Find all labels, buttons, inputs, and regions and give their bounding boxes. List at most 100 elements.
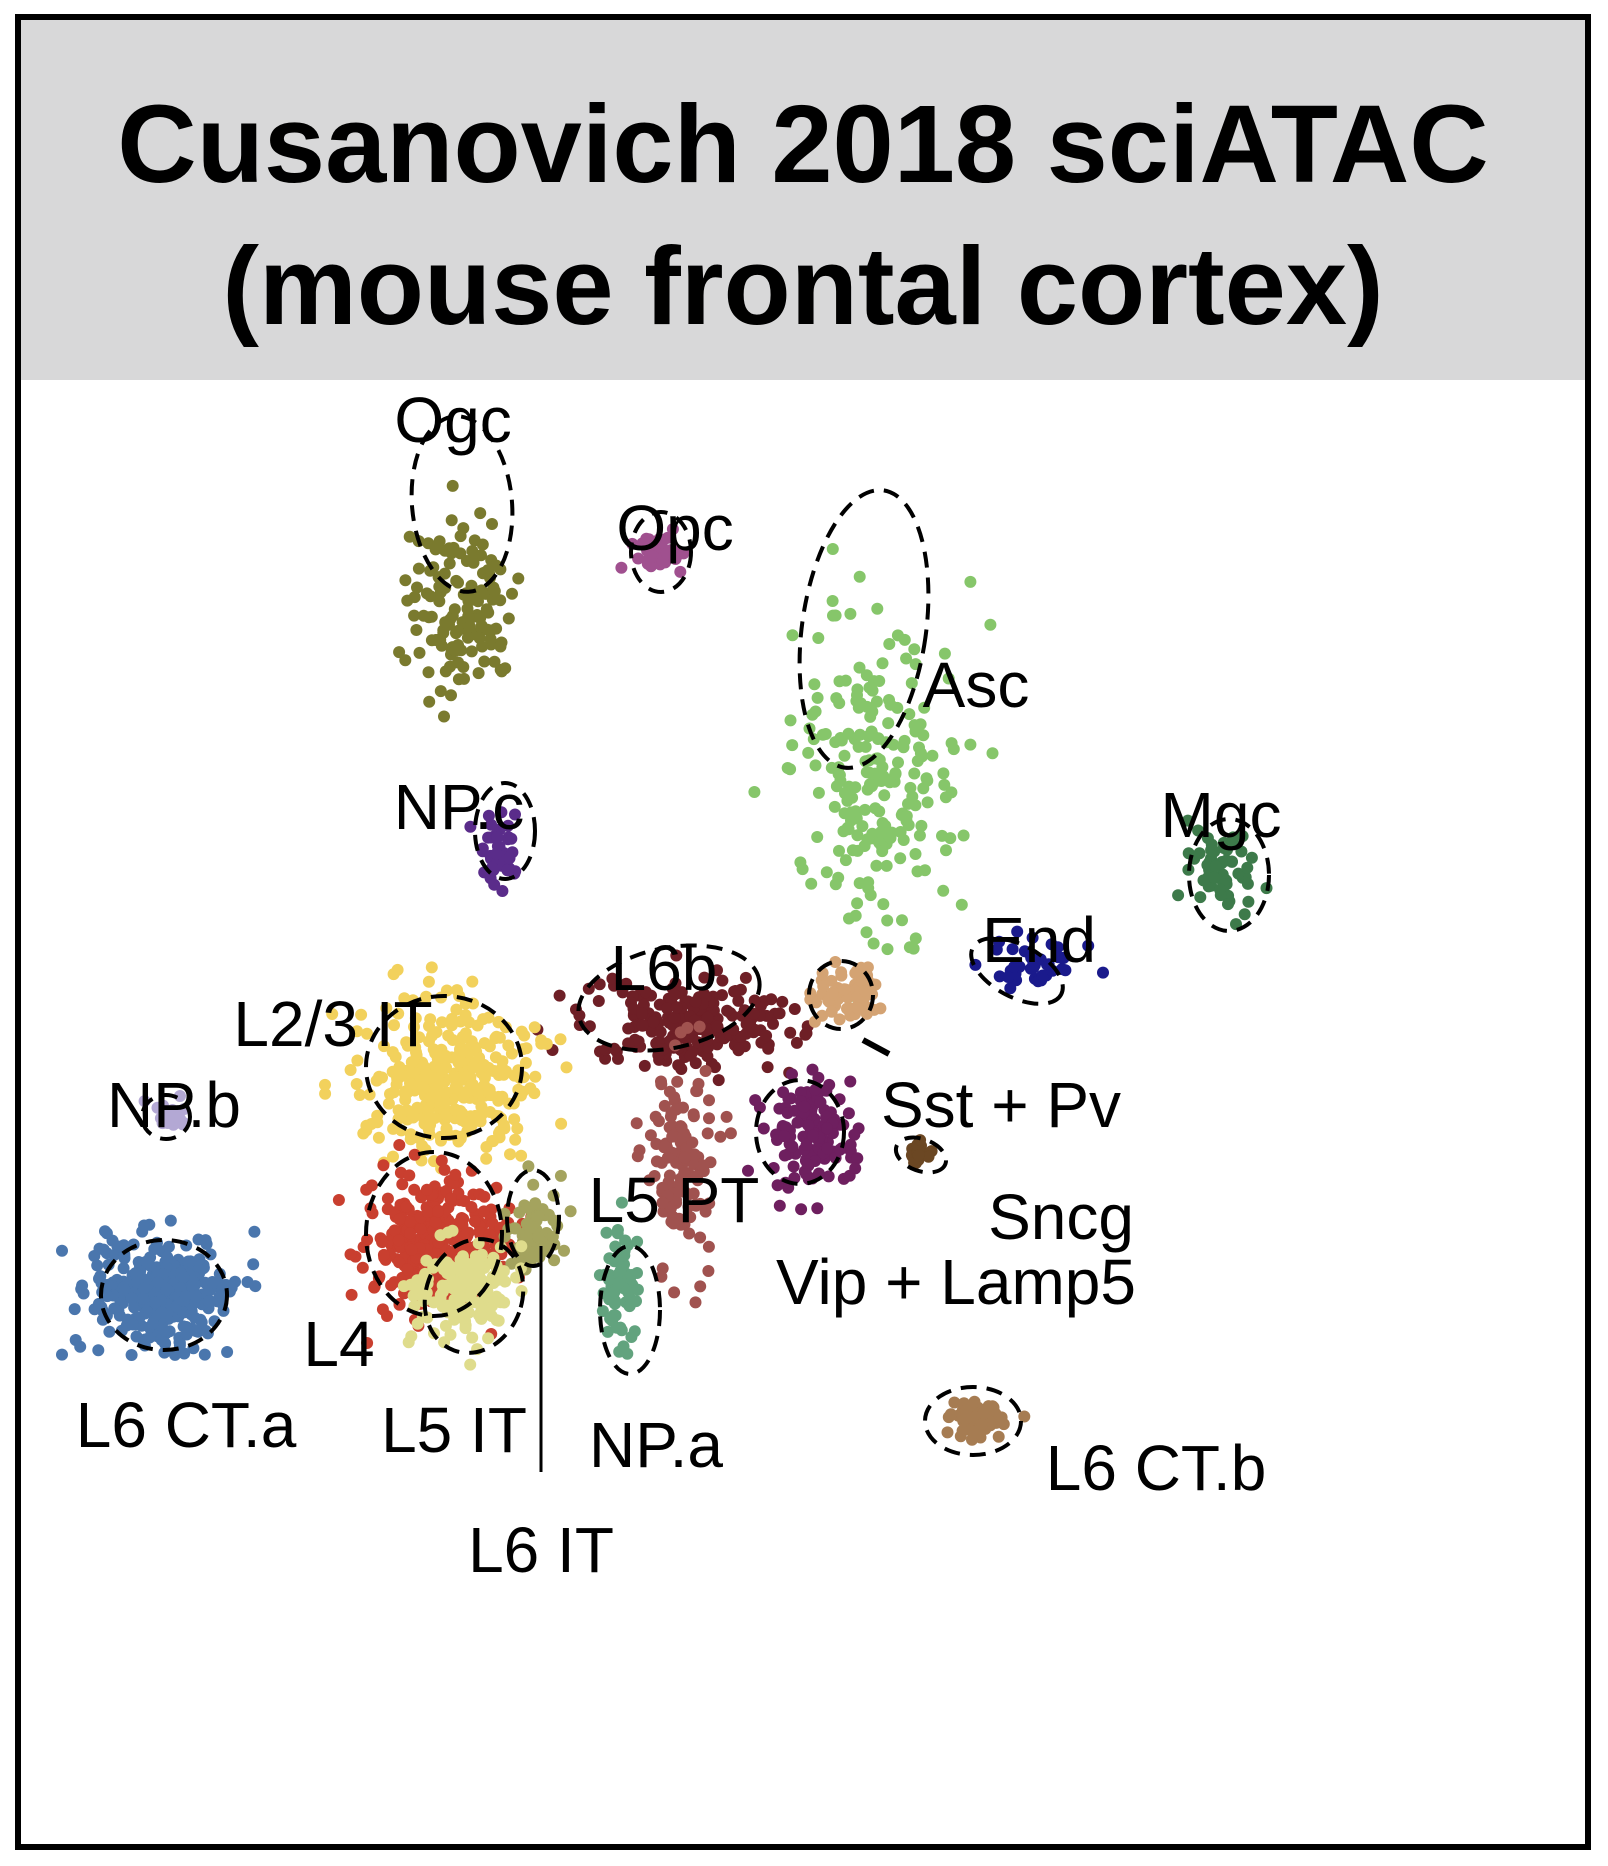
- cell-point: [488, 585, 501, 598]
- cell-point: [1008, 960, 1021, 973]
- cell-point: [400, 1200, 413, 1213]
- cell-point: [455, 1114, 468, 1126]
- cell-point: [776, 995, 789, 1008]
- cell-point: [1235, 845, 1248, 858]
- cell-point: [881, 914, 894, 927]
- cell-point: [683, 1227, 696, 1240]
- cell-point: [881, 943, 894, 956]
- cell-point: [393, 1213, 406, 1226]
- cell-point: [420, 1183, 433, 1196]
- cell-point: [608, 1297, 621, 1310]
- cell-point: [519, 1056, 532, 1069]
- cell-point: [891, 701, 904, 714]
- cell-point: [505, 1047, 518, 1060]
- cell-point: [528, 1087, 541, 1100]
- label-l5-it: L5 IT: [381, 1394, 527, 1466]
- title-line-1: Cusanovich 2018 sciATAC: [117, 83, 1489, 206]
- cell-point: [851, 683, 864, 696]
- cell-point: [469, 1041, 482, 1054]
- cell-point: [443, 557, 456, 570]
- cell-point: [1057, 952, 1070, 964]
- cell-point: [839, 787, 851, 800]
- cell-point: [371, 1116, 384, 1129]
- cell-point: [687, 1110, 700, 1123]
- cell-point: [864, 778, 876, 791]
- cell-point: [457, 522, 470, 535]
- cell-point: [781, 762, 794, 774]
- cell-point: [429, 1047, 442, 1060]
- cell-point: [464, 1358, 477, 1371]
- cell-point: [640, 532, 653, 545]
- cell-point: [453, 1283, 466, 1296]
- figure-frame: Cusanovich 2018 sciATAC (mouse frontal c…: [15, 14, 1591, 1850]
- label-l6-ct-a: L6 CT.a: [76, 1389, 297, 1461]
- cell-point: [1214, 883, 1226, 896]
- cell-point: [177, 1271, 190, 1284]
- cell-point: [849, 909, 862, 922]
- cell-point: [445, 689, 457, 702]
- cell-point: [493, 1293, 506, 1306]
- cell-point: [398, 992, 411, 1005]
- cell-point: [476, 640, 489, 653]
- cell-point: [883, 776, 896, 789]
- cell-point: [638, 1059, 651, 1072]
- cell-point: [678, 1167, 691, 1180]
- cell-point: [423, 695, 436, 708]
- cell-point: [897, 834, 910, 846]
- cell-point: [993, 970, 1006, 983]
- cell-point: [742, 1164, 754, 1177]
- cell-point: [512, 572, 525, 585]
- cell-point: [839, 854, 852, 867]
- cell-point: [812, 632, 825, 644]
- title-line-2: (mouse frontal cortex): [222, 225, 1384, 348]
- cell-point: [1004, 982, 1017, 995]
- cell-point: [674, 565, 687, 578]
- cell-point: [332, 1194, 345, 1206]
- cell-point: [900, 652, 913, 665]
- cell-point: [503, 852, 516, 865]
- cluster-outline: [598, 1244, 662, 1376]
- cell-point: [247, 1258, 260, 1271]
- cell-point: [475, 584, 488, 597]
- cell-point: [319, 1087, 332, 1100]
- cell-point: [621, 1347, 634, 1360]
- cell-point: [964, 575, 977, 588]
- cell-point: [860, 1007, 873, 1020]
- cell-point: [919, 864, 931, 877]
- cell-point: [787, 1160, 800, 1173]
- cell-point: [169, 1348, 181, 1361]
- cell-point: [401, 1263, 414, 1276]
- cell-point: [429, 1216, 442, 1228]
- cell-point: [459, 1315, 472, 1328]
- cell-point: [749, 1094, 762, 1107]
- cell-point: [184, 1255, 197, 1268]
- cell-point: [867, 937, 880, 950]
- cell-point: [465, 1201, 478, 1213]
- cell-point: [491, 831, 504, 844]
- cell-point: [844, 1075, 857, 1088]
- cell-point: [693, 1020, 706, 1033]
- cell-point: [826, 543, 839, 555]
- cell-point: [698, 971, 711, 984]
- cell-point: [777, 1086, 790, 1099]
- cell-point: [376, 1303, 389, 1316]
- cell-point: [647, 1016, 660, 1029]
- cell-point: [466, 975, 479, 988]
- cell-point: [611, 1224, 624, 1236]
- cell-point: [829, 609, 842, 622]
- cell-point: [830, 692, 843, 705]
- cell-point: [959, 1412, 972, 1425]
- cell-point: [1208, 845, 1221, 858]
- cell-point: [202, 1295, 215, 1308]
- label-np-b: NP.b: [107, 1069, 241, 1141]
- cell-point: [794, 1086, 807, 1099]
- cell-point: [689, 1296, 702, 1309]
- cell-point: [555, 1117, 568, 1130]
- cell-point: [481, 1290, 493, 1303]
- cell-point: [355, 1008, 368, 1021]
- cell-point: [439, 665, 452, 678]
- cell-point: [945, 786, 958, 799]
- cell-point: [435, 1154, 448, 1167]
- cell-point: [811, 1202, 824, 1215]
